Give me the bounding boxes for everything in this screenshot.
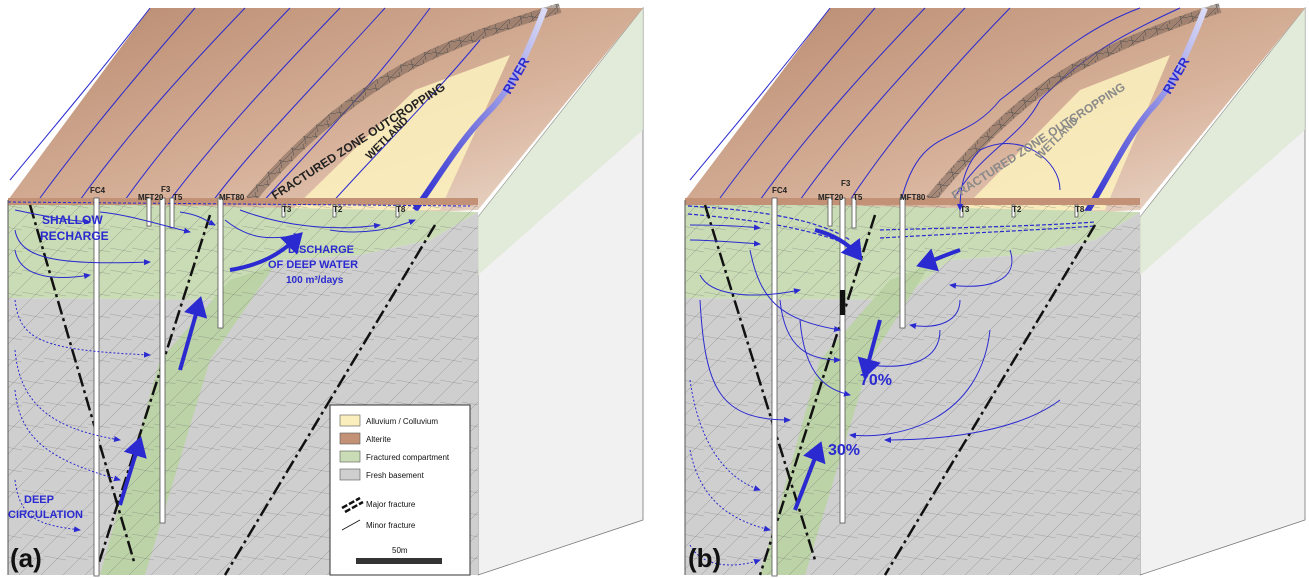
- panel-b-letter: (b): [688, 543, 721, 573]
- legend-label-fractured: Fractured compartment: [366, 453, 450, 462]
- well-label-fc4: FC4: [90, 186, 106, 195]
- legend-swatch-alterite: [339, 432, 361, 445]
- well-label-mft20-b: MFT20: [818, 193, 844, 202]
- legend-swatch-basement: [339, 468, 361, 481]
- flow-arrows: [14, 209, 416, 533]
- discharge-label-3: 100 m³/days: [286, 275, 344, 286]
- well-label-t3: T3: [282, 205, 292, 214]
- legend-label-basement: Fresh basement: [366, 471, 425, 480]
- contour-lines: [9, 7, 481, 206]
- well-label-t2: T2: [333, 205, 343, 214]
- legend-swatch-fractured: [339, 450, 361, 463]
- wells: [93, 197, 400, 577]
- major-fracture-symbol: [341, 496, 364, 514]
- panel-a: FC4 MFT20 F3 T5 MFT80 T3 T2 T8 FR: [7, 3, 644, 577]
- well-label-mft20: MFT20: [138, 193, 164, 202]
- well-label-t3-b: T3: [960, 205, 970, 214]
- well-label-t8-b: T8: [1075, 205, 1085, 214]
- legend: Alluvium / Colluvium Alterite Fractured …: [329, 404, 471, 576]
- pct-30-label: 30%: [828, 442, 860, 459]
- river: [412, 6, 548, 212]
- scale-label: 50m: [392, 546, 408, 555]
- well-label-mft80-b: MFT80: [900, 193, 926, 202]
- well-label-f3: F3: [161, 185, 171, 194]
- deep-label-2: CIRCULATION: [8, 509, 83, 521]
- shallow-label-2: RECHARGE: [40, 229, 109, 243]
- panel-a-letter: (a): [10, 543, 42, 573]
- minor-fracture-symbol: [341, 519, 361, 531]
- well-label-t2-b: T2: [1012, 205, 1022, 214]
- well-label-f3-b: F3: [841, 179, 851, 188]
- well-label-fc4-b: FC4: [772, 186, 788, 195]
- well-label-t5-b: T5: [853, 193, 863, 202]
- alluvium-zone: [290, 55, 510, 212]
- well-label-mft80: MFT80: [219, 193, 245, 202]
- deep-label-1: DEEP: [24, 494, 54, 506]
- legend-major-fracture: Major fracture: [366, 500, 416, 509]
- legend-label-alterite: Alterite: [366, 435, 391, 444]
- well-label-t5: T5: [173, 193, 183, 202]
- legend-minor-fracture: Minor fracture: [366, 521, 416, 530]
- legend-label-alluvium: Alluvium / Colluvium: [366, 417, 438, 426]
- scale-bar: [356, 558, 442, 564]
- shallow-label-1: SHALLOW: [42, 213, 103, 227]
- big-flow-arrows: [118, 232, 303, 506]
- pct-70-label: 70%: [860, 372, 892, 389]
- top-surface-alterite: [8, 8, 643, 212]
- discharge-label-2: OF DEEP WATER: [268, 259, 358, 271]
- legend-swatch-alluvium: [339, 414, 361, 427]
- major-fractures: [28, 204, 437, 576]
- panel-b: FC4 MFT20 F3 T5 MFT80 T3 T2 T8: [684, 3, 1306, 577]
- well-label-t8: T8: [396, 205, 406, 214]
- discharge-label-1: DISCHARGE: [288, 244, 354, 256]
